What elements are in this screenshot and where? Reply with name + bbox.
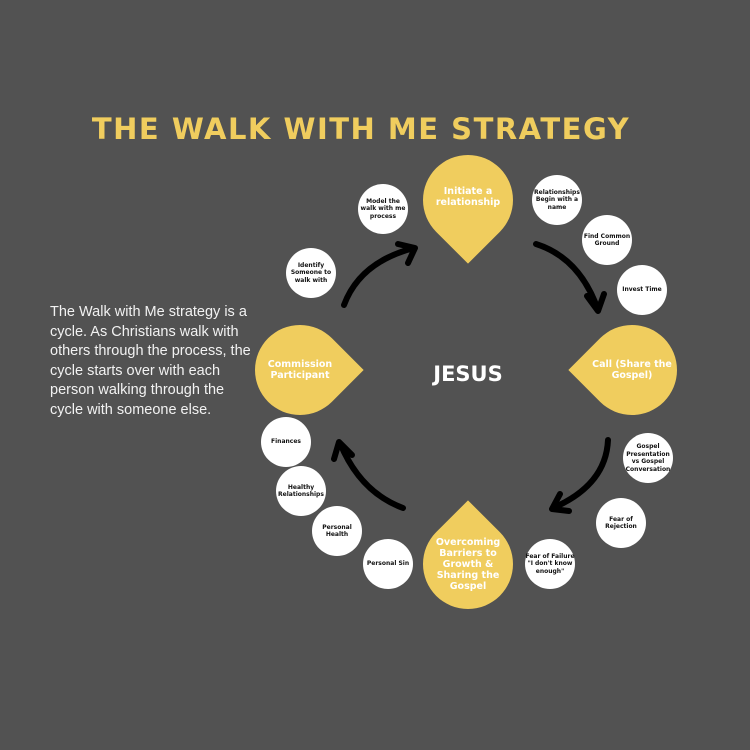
- step-bubble: Invest Time: [617, 265, 667, 315]
- step-bubble: Relationships Begin with a name: [532, 175, 582, 225]
- arrow-overcoming-to-commission: [331, 439, 406, 511]
- step-bubble: Fear of Rejection: [596, 498, 646, 548]
- step-bubble: Personal Health: [312, 506, 362, 556]
- stage-initiate-relationship: Initiate a relationship: [404, 136, 532, 264]
- arrow-initiate-to-call: [533, 241, 607, 314]
- stage-label: Initiate a relationship: [435, 186, 501, 208]
- description-text: The Walk with Me strategy is a cycle. As…: [50, 304, 251, 418]
- center-label: JESUS: [433, 362, 503, 386]
- stage-label: Overcoming Barriers to Growth & Sharing …: [435, 536, 501, 592]
- stage-label: Call (Share the Gospel): [592, 359, 672, 381]
- step-bubble: Fear of Failure "I don't know enough": [525, 539, 575, 589]
- step-bubble: Find Common Ground: [582, 215, 632, 265]
- step-bubble: Finances: [261, 417, 311, 467]
- step-bubble: Gospel Presentation vs Gospel Conversati…: [623, 433, 673, 483]
- stage-overcoming-barriers: Overcoming Barriers to Growth & Sharing …: [404, 500, 532, 628]
- step-bubble: Model the walk with me process: [358, 184, 408, 234]
- stage-commission-participant: Commission Participant: [236, 306, 364, 434]
- arrow-call-to-overcoming: [549, 437, 611, 514]
- stage-label: Commission Participant: [267, 359, 333, 381]
- arrow-commission-to-initiate: [341, 241, 418, 308]
- step-bubble: Identify Someone to walk with: [286, 248, 336, 298]
- step-bubble: Personal Sin: [363, 539, 413, 589]
- page-title: THE WALK WITH ME STRATEGY: [91, 112, 631, 146]
- stage-call: Call (Share the Gospel): [568, 306, 696, 434]
- step-bubble: Healthy Relationships: [276, 466, 326, 516]
